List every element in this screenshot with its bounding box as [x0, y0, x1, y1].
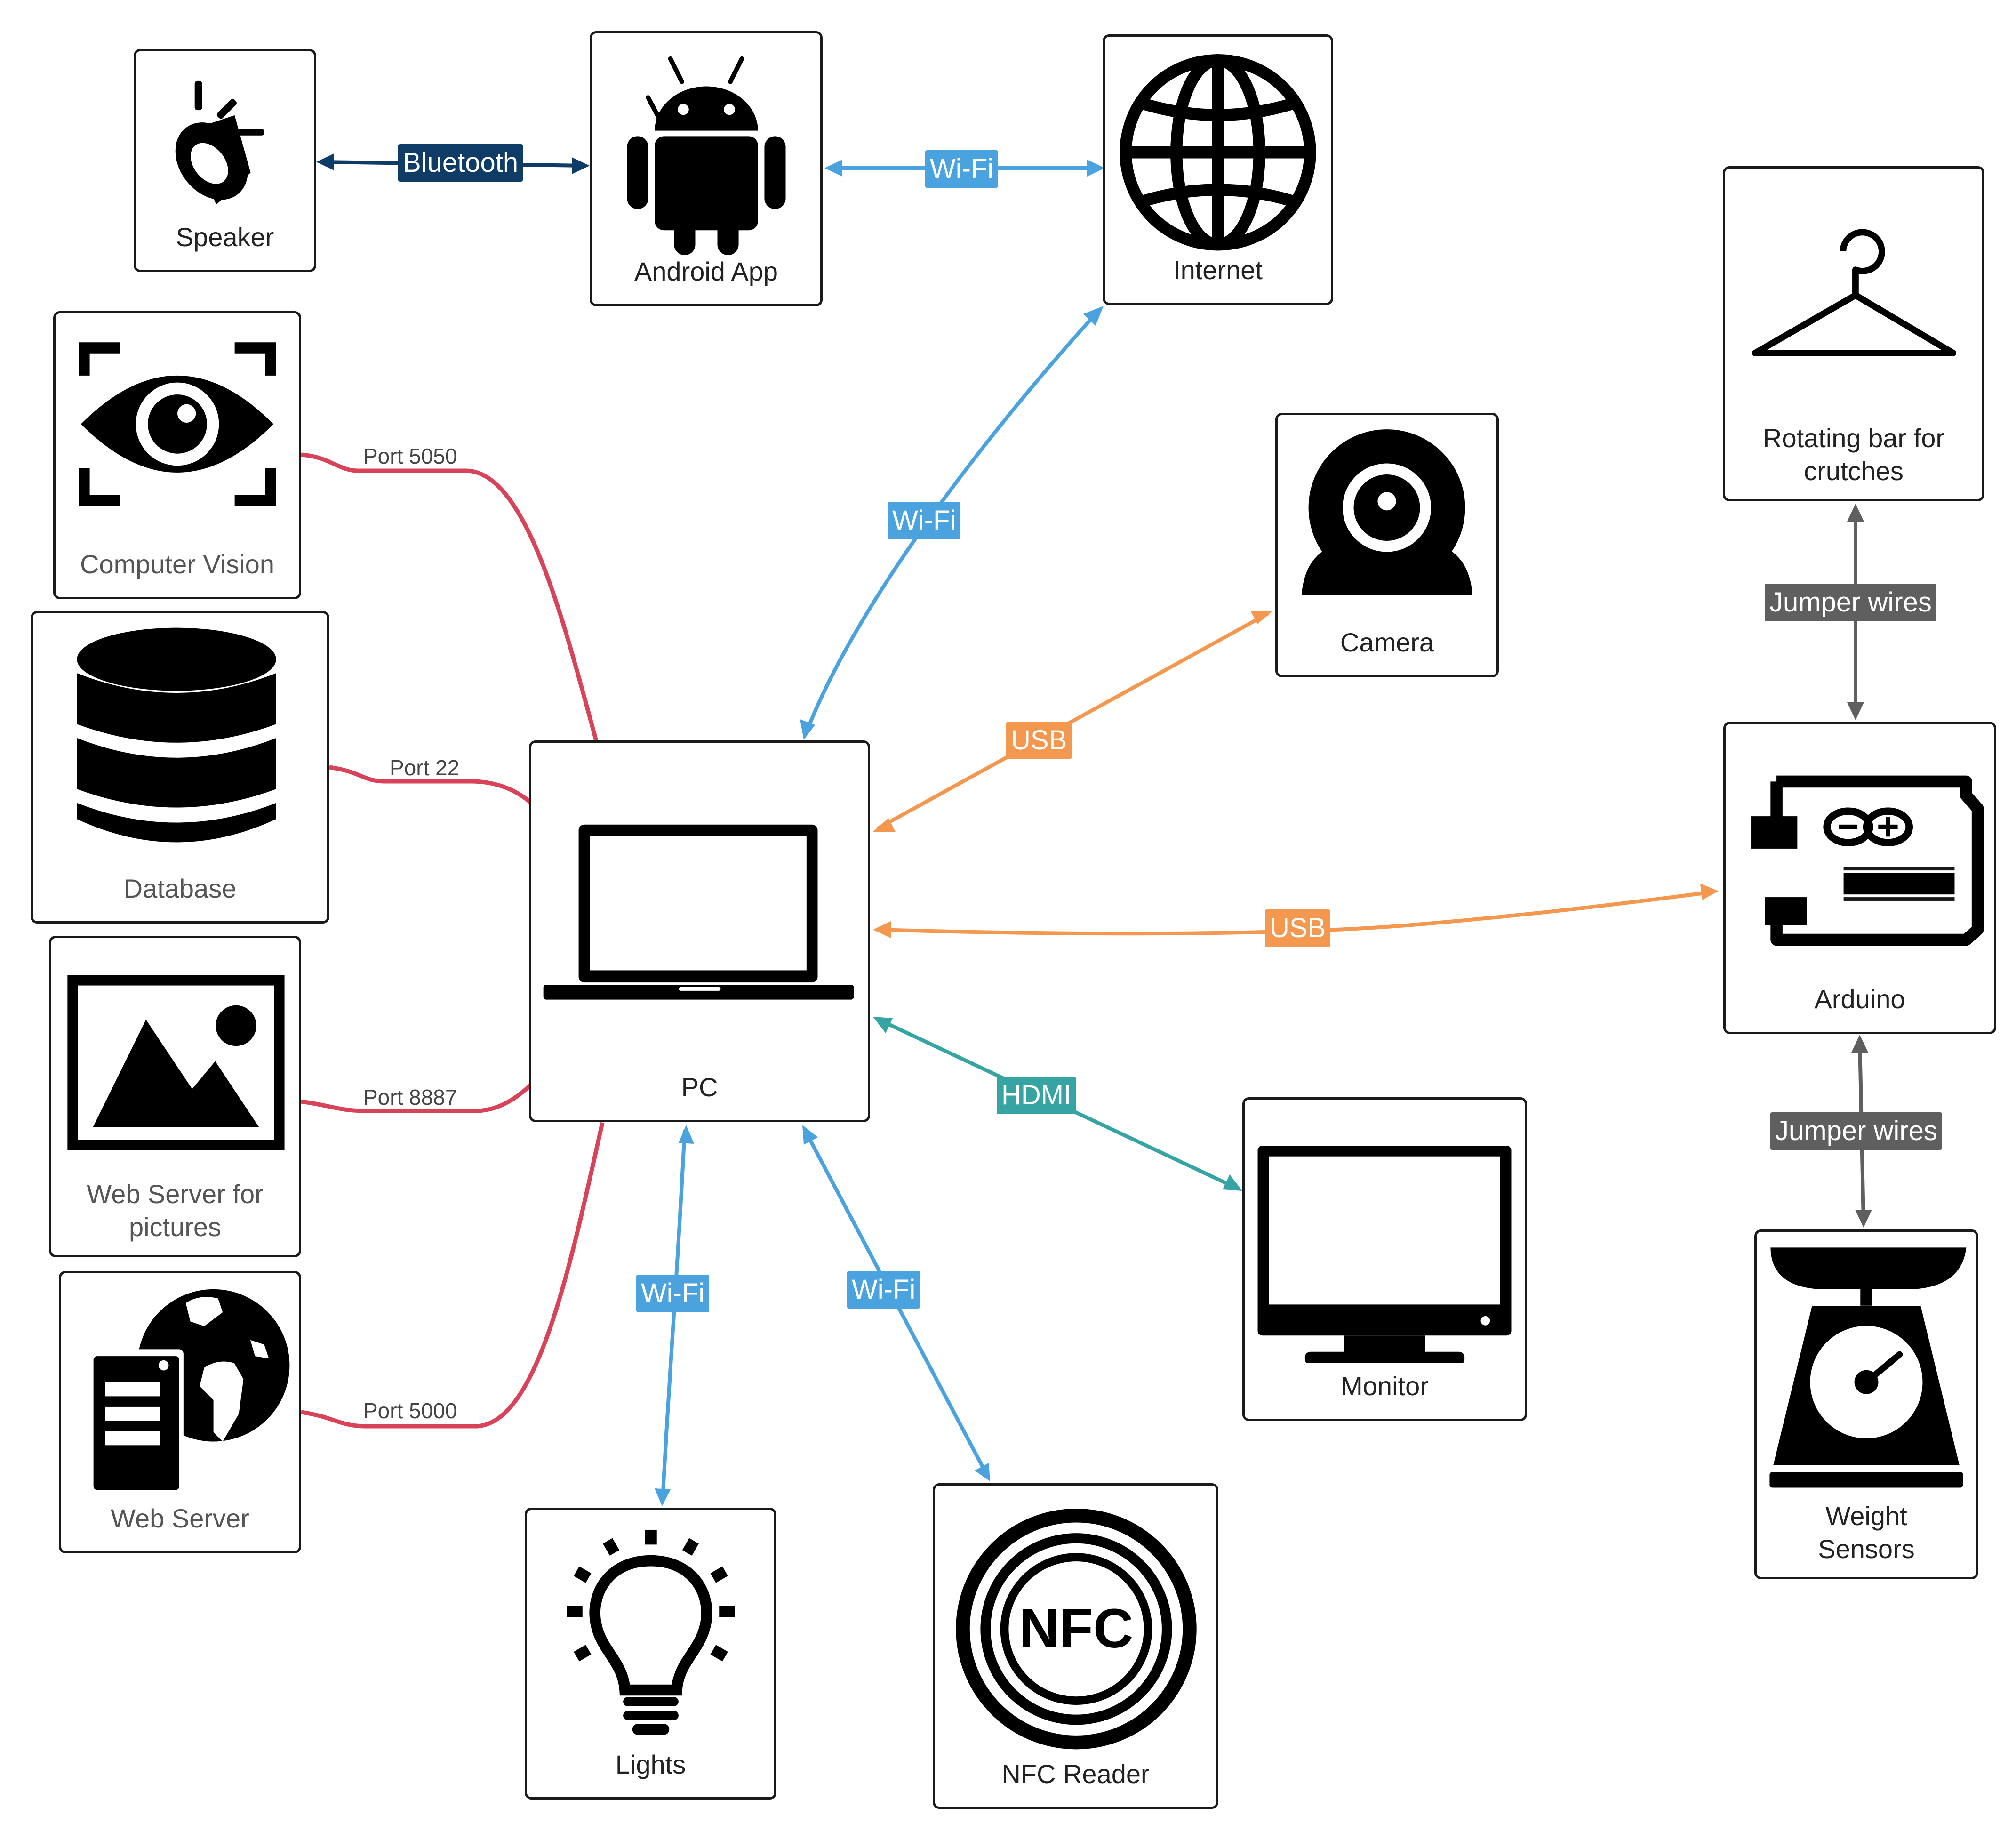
speaker-label: Speaker	[176, 222, 274, 252]
edge-lights-wifi	[661, 1129, 687, 1502]
database-icon	[77, 627, 276, 843]
edge-port-8887	[301, 1083, 532, 1113]
eye-icon	[79, 342, 276, 506]
port-label-8887: Port 8887	[363, 1085, 457, 1109]
node-pc[interactable]: PC	[529, 740, 870, 1122]
web-server-pictures-label-line1: Web Server for	[87, 1179, 264, 1209]
web-server-pictures-label: Web Server for pictures	[51, 1178, 299, 1244]
internet-label: Internet	[1173, 255, 1263, 285]
node-arduino[interactable]: Arduino	[1723, 722, 1996, 1034]
node-android-app[interactable]: Android App	[590, 31, 823, 306]
jumper-tag-bottom: Jumper wires	[1770, 1112, 1942, 1150]
rotating-bar-label-line1: Rotating bar for	[1763, 423, 1944, 453]
edge-port-22	[329, 765, 532, 804]
web-server-icon	[86, 1289, 290, 1490]
web-server-label: Web Server	[111, 1503, 249, 1533]
android-icon	[627, 56, 786, 255]
node-nfc-reader[interactable]: NFC NFC Reader	[933, 1483, 1218, 1809]
lights-label: Lights	[615, 1750, 686, 1779]
hdmi-tag: HDMI	[997, 1077, 1076, 1114]
webcam-icon	[1301, 429, 1473, 595]
web-server-pictures-label-line2: pictures	[128, 1212, 222, 1242]
database-label: Database	[123, 874, 237, 903]
rotating-bar-label: Rotating bar for crutches	[1725, 422, 1982, 488]
node-web-server-pictures[interactable]: Web Server for pictures	[49, 936, 301, 1257]
wifi-tag-lights: Wi-Fi	[636, 1275, 710, 1312]
node-speaker[interactable]: Speaker	[134, 49, 316, 272]
nfc-icon-text: NFC	[1019, 1598, 1134, 1660]
wifi-tag-nfc: Wi-Fi	[847, 1271, 920, 1309]
arduino-label: Arduino	[1814, 984, 1905, 1014]
globe-icon	[1120, 54, 1316, 251]
edge-camera-usb	[877, 611, 1269, 830]
monitor-label: Monitor	[1341, 1371, 1429, 1401]
camera-label: Camera	[1340, 627, 1434, 657]
lightbulb-icon	[567, 1529, 735, 1735]
speaker-icon	[175, 80, 264, 205]
weight-sensors-label-line2: Sensors	[1818, 1534, 1915, 1564]
rotating-bar-label-line2: crutches	[1804, 456, 1904, 486]
node-database[interactable]: Database	[31, 611, 329, 924]
computer-vision-label: Computer Vision	[80, 549, 274, 579]
arduino-icon	[1751, 775, 1984, 946]
nfc-icon: NFC	[956, 1508, 1197, 1750]
node-camera[interactable]: Camera	[1275, 413, 1499, 677]
jumper-tag-top: Jumper wires	[1765, 584, 1936, 621]
wifi-tag-android-internet: Wi-Fi	[925, 150, 999, 188]
usb-tag-camera: USB	[1006, 722, 1072, 759]
bluetooth-tag: Bluetooth	[398, 144, 523, 182]
nfc-label: NFC Reader	[1001, 1759, 1150, 1789]
port-label-22: Port 22	[390, 755, 460, 780]
node-weight-sensors[interactable]: Weight Sensors	[1754, 1229, 1978, 1579]
weight-sensors-label: Weight Sensors	[1757, 1500, 1976, 1566]
node-monitor[interactable]: Monitor	[1242, 1097, 1527, 1421]
edge-arduino-usb	[877, 890, 1713, 936]
node-computer-vision[interactable]: Computer Vision	[53, 311, 301, 599]
android-label: Android App	[634, 257, 778, 286]
port-label-5050: Port 5050	[363, 444, 457, 468]
node-internet[interactable]: Internet	[1103, 34, 1333, 305]
hanger-icon	[1752, 229, 1957, 356]
node-rotating-bar[interactable]: Rotating bar for crutches	[1723, 166, 1984, 501]
port-label-5000: Port 5000	[363, 1398, 457, 1423]
monitor-icon	[1257, 1146, 1512, 1363]
edge-internet-pc	[804, 309, 1100, 735]
weight-sensors-label-line1: Weight	[1825, 1501, 1907, 1531]
scale-icon	[1769, 1247, 1967, 1488]
usb-tag-arduino: USB	[1265, 909, 1331, 947]
image-icon	[67, 974, 285, 1150]
node-lights[interactable]: Lights	[525, 1508, 776, 1800]
node-web-server[interactable]: Web Server	[59, 1271, 301, 1553]
laptop-icon	[543, 824, 854, 1000]
wifi-tag-internet-pc: Wi-Fi	[888, 502, 961, 539]
edge-port-5000	[301, 1122, 605, 1429]
edge-port-5050	[301, 452, 600, 747]
pc-label: PC	[681, 1072, 718, 1102]
